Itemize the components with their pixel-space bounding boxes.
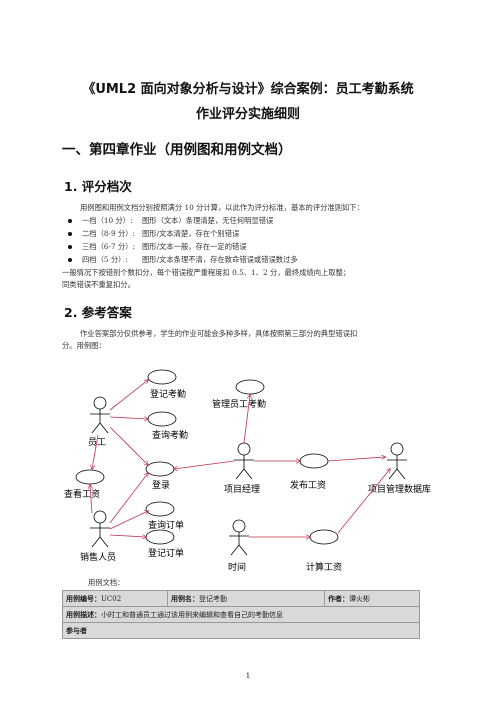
actor-project-manager xyxy=(234,442,254,480)
association-line xyxy=(109,380,148,411)
paragraph-grading-intro: 用例图和用例文档分别按照满分 10 分计算，以此作为评分标准，基本的评分准则如下… xyxy=(80,203,364,212)
usecase-query-attendance xyxy=(147,411,177,427)
association-line xyxy=(243,395,250,444)
association-line xyxy=(109,426,148,465)
usecase-label: 计算工资 xyxy=(306,561,342,573)
actor-label: 销售人员 xyxy=(80,551,116,563)
table-cell: 用例编号：UC02 xyxy=(62,590,168,607)
usecase-label: 发布工资 xyxy=(290,479,326,491)
actor-project-db xyxy=(387,442,407,480)
doc-title-line1: 《UML2 面向对象分析与设计》综合案例：员工考勤系统 xyxy=(82,82,414,97)
actor-time xyxy=(229,519,249,556)
table-cell: 作者：谭火彬 xyxy=(324,590,420,607)
association-line xyxy=(92,434,99,469)
association-line xyxy=(109,535,146,537)
subheading-answer: 2. 参考答案 xyxy=(64,305,132,320)
bullet-icon xyxy=(68,258,72,262)
actor-sales xyxy=(90,510,110,548)
paragraph-deduction-1: 一般情况下按错别个数扣分，每个错误按严重程度扣 0.5、1、2 分，最终成绩向上… xyxy=(62,268,351,277)
association-line xyxy=(90,485,92,514)
association-line xyxy=(109,473,148,524)
usecase-query-order xyxy=(145,501,175,517)
paragraph-deduction-2: 同类错误不重复扣分。 xyxy=(62,280,135,289)
usecase-register-attendance xyxy=(147,369,177,385)
bullet-icon xyxy=(68,232,72,236)
table-row: 用例编号：UC02 用例名：登记考勤 作者：谭火彬 xyxy=(62,590,420,607)
subheading-grading: 1. 评分档次 xyxy=(64,179,132,194)
usecase-label: 管理员工考勤 xyxy=(212,398,266,410)
usecase-label: 登录 xyxy=(152,480,170,491)
association-line xyxy=(337,469,390,534)
usecase-label: 登记订单 xyxy=(148,547,184,559)
page-number: 1 xyxy=(245,672,251,680)
usecase-login xyxy=(145,461,175,477)
table-cell: 用例名：登记考勤 xyxy=(167,590,325,607)
table-row: 参与者 xyxy=(62,622,420,639)
usecase-publish-salary xyxy=(299,453,329,469)
use-case-diagram: 员工 销售人员 项目经理 时间 xyxy=(64,369,431,573)
usecase-view-salary xyxy=(75,469,105,485)
association-line xyxy=(174,460,235,469)
usecase-manage-attendance xyxy=(235,379,265,395)
paragraph-answer-1: 作业答案部分仅供参考，学生的作业可能会多种多样，具体按照第三部分的典型错误扣 xyxy=(80,329,358,338)
table-cell: 用例描述：小时工和普通员工通过该用例来编辑和查看自己的考勤信息 xyxy=(62,606,420,623)
doc-title-line2: 作业评分实施细则 xyxy=(195,107,300,122)
grade-item: 四档（5 分）: 图形/文本条理不清，存在致命错误或错误数过多 xyxy=(68,255,298,265)
actor-label: 时间 xyxy=(228,561,246,573)
usecase-doc-label: 用例文档： xyxy=(88,578,125,587)
table-row: 用例描述：小时工和普通员工通过该用例来编辑和查看自己的考勤信息 xyxy=(62,606,420,623)
table-cell: 参与者 xyxy=(62,622,420,639)
association-line xyxy=(109,511,148,530)
usecase-register-order xyxy=(145,529,175,545)
grade-item: 一档（10 分）: 图形（文本）条理清楚，无任何明显错误 xyxy=(68,216,273,226)
association-line xyxy=(109,417,148,419)
grade-item: 三档（6-7 分）: 图形/文本一般，存在一定的错误 xyxy=(68,242,247,252)
usecase-calc-salary xyxy=(309,529,339,545)
actor-employee xyxy=(90,396,110,434)
association-line xyxy=(327,457,385,462)
actor-label: 项目管理数据库 xyxy=(368,483,431,495)
usecase-doc-table: 用例编号：UC02 用例名：登记考勤 作者：谭火彬 用例描述：小时工和普通员工通… xyxy=(62,590,420,639)
bullet-icon xyxy=(68,219,72,223)
usecase-label: 查询考勤 xyxy=(152,429,188,441)
actor-label: 项目经理 xyxy=(224,483,260,495)
usecase-label: 登记考勤 xyxy=(150,388,186,400)
usecase-label: 查看工资 xyxy=(64,488,100,500)
bullet-icon xyxy=(68,245,72,249)
usecase-label: 查询订单 xyxy=(148,519,184,531)
section-heading-1: 一、第四章作业（用例图和用例文档） xyxy=(62,142,292,158)
grade-item: 二档（8-9 分）: 图形/文本清楚，存在个别错误 xyxy=(68,229,239,239)
paragraph-answer-2: 分。用例图： xyxy=(62,341,106,350)
